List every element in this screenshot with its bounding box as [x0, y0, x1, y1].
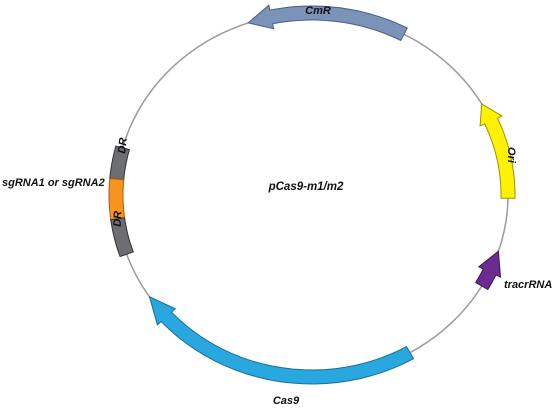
dr-top-label: DR — [116, 137, 130, 154]
tracrrna-label: tracrRNA — [504, 279, 552, 291]
cas9-arrow — [148, 295, 415, 385]
plasmid-name: pCas9-m1/m2 — [268, 181, 344, 193]
cas9-feature: Cas9 — [148, 295, 415, 407]
crispr-array: DR DR sgRNA1 or sgRNA2 — [2, 137, 134, 258]
cmr-arrow — [247, 4, 408, 42]
cas9-label: Cas9 — [273, 395, 300, 407]
dr-bottom-block — [110, 217, 134, 258]
cmr-label: CmR — [305, 5, 331, 17]
spacer-block — [108, 177, 126, 221]
dr-top-block — [109, 145, 131, 181]
tracrrna-arrow — [475, 250, 502, 291]
spacer-label: sgRNA1 or sgRNA2 — [2, 177, 105, 189]
cmr-feature: CmR — [247, 4, 408, 42]
tracrrna-feature: tracrRNA — [475, 250, 552, 291]
ori-arrow — [479, 103, 516, 199]
ori-label: Ori — [505, 147, 517, 164]
dr-bottom-label: DR — [112, 211, 125, 227]
ori-feature: Ori — [479, 103, 517, 199]
